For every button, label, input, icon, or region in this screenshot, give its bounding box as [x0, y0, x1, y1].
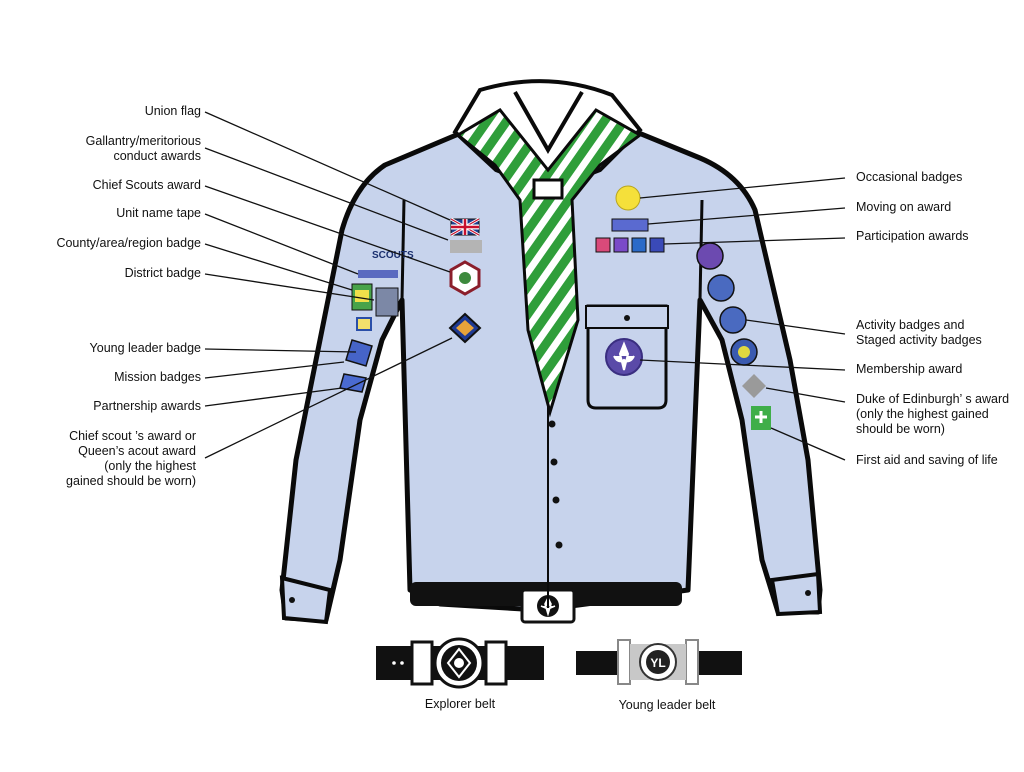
label-unit-tape: Unit name tape	[116, 206, 201, 220]
label-first-aid: First aid and saving of life	[856, 453, 998, 467]
label-doe-line2: (only the highest gained	[856, 407, 989, 421]
activity-badge-2	[707, 274, 735, 302]
woggle	[532, 178, 564, 200]
label-activity-line1: Activity badges and	[856, 318, 965, 332]
mission-badge	[345, 339, 373, 367]
label-doe-line3: should be worn)	[856, 422, 945, 436]
participation-awards	[595, 237, 665, 253]
belt-buckle-icon	[446, 647, 472, 679]
yl-mark: YL	[650, 656, 665, 670]
queens-scout-award-badge	[448, 312, 482, 344]
label-chief-queen: Chief scout ’s award or Queen’s acout aw…	[66, 429, 196, 489]
activity-badge-3	[719, 306, 747, 334]
label-membership: Membership award	[856, 362, 963, 376]
union-flag-icon	[450, 217, 480, 237]
label-gallantry: Gallantry/meritorious conduct awards	[86, 134, 201, 164]
occasional-badge	[615, 185, 641, 211]
label-district: District badge	[124, 266, 201, 280]
leader-lines-right	[639, 177, 846, 461]
unit-name-tape	[450, 240, 482, 253]
label-chief-queen-line1: Chief scout ’s award or	[69, 429, 196, 443]
label-young-leader: Young leader badge	[89, 341, 201, 355]
label-gallantry-line2: conduct awards	[113, 149, 201, 163]
sleeve-scouts-mark: SCOUTS	[372, 250, 414, 261]
moving-on-award	[611, 218, 649, 232]
label-activity: Activity badges and Staged activity badg…	[856, 318, 982, 348]
label-gallantry-line1: Gallantry/meritorious	[85, 134, 201, 148]
district-badge	[375, 287, 399, 317]
duke-of-edinburgh-badge	[742, 374, 766, 398]
leader-lines-left	[204, 111, 453, 459]
chief-scouts-award-badge	[449, 260, 481, 296]
label-doe-line1: Duke of Edinburgh’ s award	[856, 392, 1010, 406]
label-mission: Mission badges	[114, 370, 201, 384]
partnership-badge	[339, 373, 367, 393]
activity-badge-1	[696, 242, 724, 270]
label-duke-of-edinburgh: Duke of Edinburgh’ s award (only the hig…	[856, 392, 1009, 437]
label-union-flag: Union flag	[144, 104, 201, 118]
label-chief-scouts: Chief Scouts award	[92, 178, 201, 192]
label-moving-on: Moving on award	[856, 200, 952, 214]
right-cuff	[769, 571, 823, 617]
sleeve-tape	[358, 270, 398, 278]
label-occasional: Occasional badges	[856, 170, 963, 184]
young-leader-belt: YL	[576, 639, 742, 685]
label-partnership: Partnership awards	[93, 399, 201, 413]
label-activity-line2: Staged activity badges	[856, 333, 982, 347]
label-participation: Participation awards	[856, 229, 969, 243]
membership-award	[605, 338, 643, 376]
left-cuff	[279, 575, 333, 625]
fleur-de-lis-icon	[613, 341, 635, 371]
label-chief-queen-line2: Queen’s acout award	[78, 444, 196, 458]
label-chief-queen-line3: (only the highest	[104, 459, 196, 473]
necker	[455, 108, 643, 418]
label-chief-queen-line4: gained should be worn)	[66, 474, 196, 488]
young-leader-patch	[356, 317, 372, 331]
label-county: County/area/region badge	[56, 236, 201, 250]
caption-young-leader-belt: Young leader belt	[618, 698, 716, 712]
caption-explorer-belt: Explorer belt	[424, 697, 496, 711]
county-badge-inner	[355, 290, 369, 302]
explorer-belt	[376, 637, 544, 689]
first-aid-cross-icon	[755, 411, 767, 423]
